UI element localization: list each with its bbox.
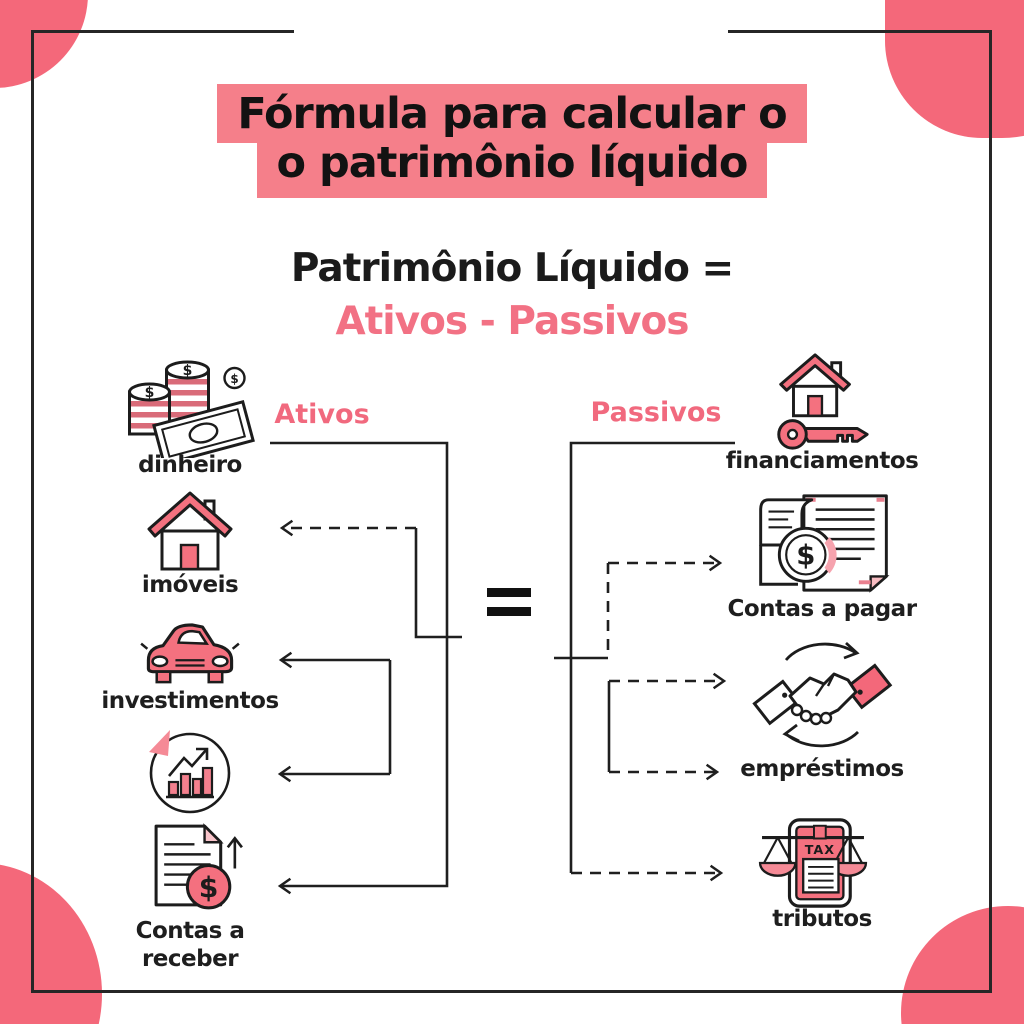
tax-glyph: TAX xyxy=(805,843,835,858)
frame-line-top-right xyxy=(728,30,992,33)
money-icon: $ $ $ xyxy=(120,358,258,467)
item-label-contas-a-receber: Contas a receber xyxy=(135,918,245,972)
handshake-icon xyxy=(734,634,906,762)
item-label-emprestimos: empréstimos xyxy=(740,756,904,782)
formula-pink-line: Ativos - Passivos xyxy=(335,299,689,344)
ativos-header: Ativos xyxy=(274,399,370,430)
invoice-receivable-icon: $ xyxy=(146,820,252,920)
equals-bar-top xyxy=(487,588,531,597)
dollar-glyph: $ xyxy=(230,372,238,386)
item-label-imoveis: imóveis xyxy=(141,572,239,598)
house-icon xyxy=(145,488,235,582)
dollar-glyph: $ xyxy=(199,871,219,904)
title-line-1: Fórmula para calcular o xyxy=(217,84,807,143)
frame-line-left xyxy=(31,30,34,993)
passivos-underline-trunk xyxy=(569,441,735,873)
item-label-contas-a-pagar: Contas a pagar xyxy=(727,596,917,622)
house-key-icon xyxy=(766,350,874,458)
car-icon xyxy=(138,616,242,694)
formula-black-line: Patrimônio Líquido = xyxy=(290,246,734,291)
equals-bar-bottom xyxy=(487,607,531,616)
formula: Patrimônio Líquido = Ativos - Passivos xyxy=(0,246,1024,344)
item-label-dinheiro: dinheiro xyxy=(138,452,242,478)
tax-scale-icon: TAX xyxy=(754,814,872,916)
title-line-2: o patrimônio líquido xyxy=(256,142,768,198)
equals-sign xyxy=(487,588,531,626)
ativos-underline-trunk-arrow xyxy=(270,441,449,895)
dollar-glyph: $ xyxy=(796,540,815,572)
page-title: Fórmula para calcular o o patrimônio líq… xyxy=(0,84,1024,198)
bills-icon: $ xyxy=(742,490,906,602)
passivos-header: Passivos xyxy=(590,397,722,428)
frame-line-right xyxy=(989,30,992,993)
item-label-financiamentos: financiamentos xyxy=(725,448,919,474)
dollar-glyph: $ xyxy=(183,363,193,379)
item-label-investimentos: investimentos xyxy=(101,688,279,714)
dollar-glyph: $ xyxy=(145,385,155,401)
frame-line-bottom xyxy=(31,990,992,993)
growth-chart-icon xyxy=(144,724,236,822)
frame-line-top-left xyxy=(31,30,294,33)
imoveis-branch-solid xyxy=(414,528,462,639)
item-label-tributos: tributos xyxy=(772,906,872,932)
